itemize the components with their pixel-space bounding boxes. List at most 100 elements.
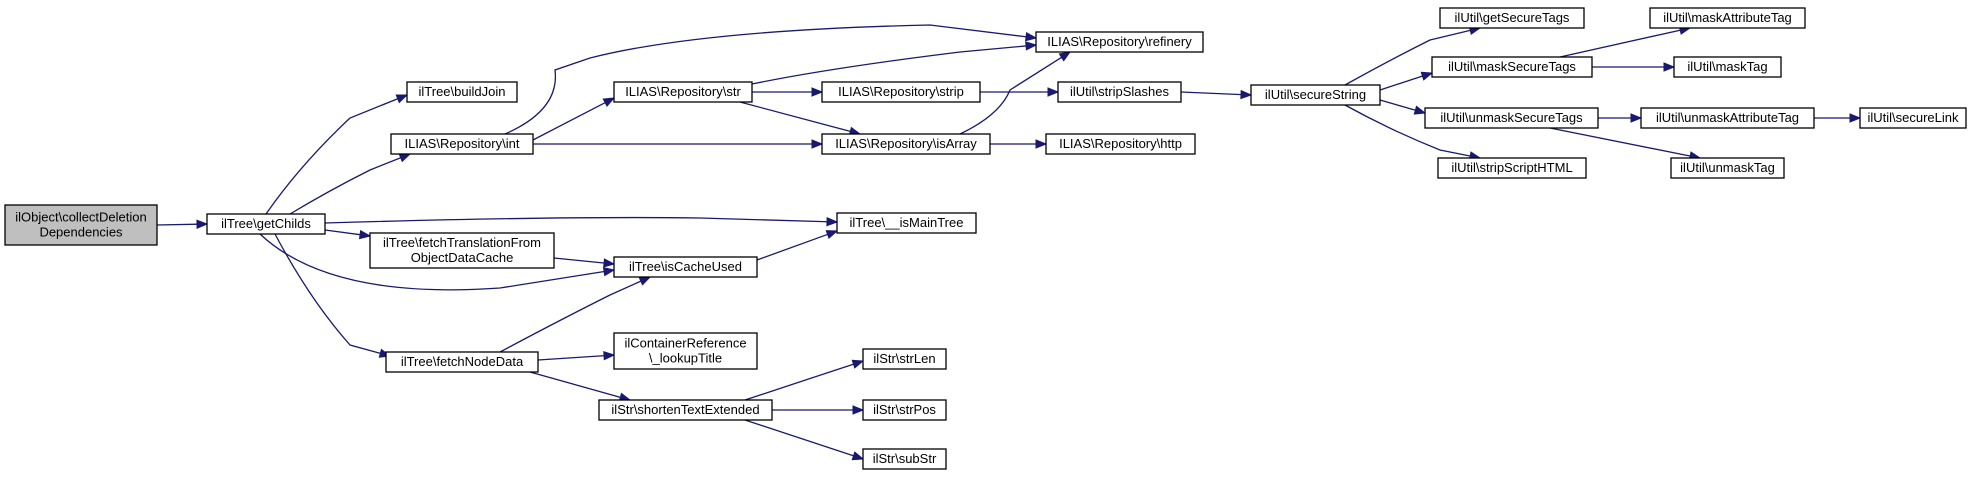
edge-line bbox=[265, 97, 399, 215]
node-stripScriptHTML[interactable]: ilUtil\stripScriptHTML bbox=[1437, 157, 1587, 179]
edge-line bbox=[1344, 104, 1472, 157]
node-box bbox=[836, 212, 977, 234]
edge-line bbox=[289, 156, 402, 215]
node-label: ilTree\isCacheUsed bbox=[629, 259, 742, 274]
edge-line bbox=[324, 229, 362, 236]
edge-stripSlashes-to-secureString bbox=[1180, 89, 1253, 100]
arrowhead-icon bbox=[1035, 139, 1048, 149]
node-label: ilTree\fetchNodeData bbox=[401, 354, 524, 369]
node-fetchTrans[interactable]: ilTree\fetchTranslationFromObjectDataCac… bbox=[369, 232, 555, 269]
call-edges bbox=[156, 24, 1862, 461]
node-box bbox=[369, 232, 555, 269]
node-box bbox=[613, 332, 758, 370]
edge-repoStr-to-repoRefinery bbox=[751, 41, 1038, 85]
edge-line bbox=[1549, 127, 1692, 157]
node-buildJoin[interactable]: ilTree\buildJoin bbox=[406, 81, 518, 103]
node-unmaskAttributeTag[interactable]: ilUtil\unmaskAttributeTag bbox=[1640, 107, 1815, 129]
edge-maskSecureTags-to-maskAttributeTag bbox=[1559, 25, 1692, 58]
node-box bbox=[1439, 7, 1585, 29]
node-maskSecureTags[interactable]: ilUtil\maskSecureTags bbox=[1431, 56, 1593, 78]
node-lookupTitle[interactable]: ilContainerReference\_lookupTitle bbox=[613, 332, 758, 370]
edge-line bbox=[324, 216, 829, 224]
node-unmaskTag[interactable]: ilUtil\unmaskTag bbox=[1670, 157, 1785, 179]
edge-maskSecureTags-to-maskTag bbox=[1592, 62, 1676, 72]
node-getSecureTags[interactable]: ilUtil\getSecureTags bbox=[1439, 7, 1585, 29]
edge-repoInt-to-repoStr bbox=[532, 97, 616, 141]
node-label: ilUtil\maskSecureTags bbox=[1448, 59, 1576, 74]
edge-repoStr-to-repoIsArray bbox=[739, 101, 862, 136]
arrowhead-icon bbox=[1025, 41, 1038, 51]
arrowhead-icon bbox=[851, 451, 865, 461]
node-box bbox=[1649, 7, 1806, 29]
edge-secureString-to-unmaskSecureTags bbox=[1379, 99, 1427, 115]
node-label: ilStr\strPos bbox=[873, 402, 936, 417]
node-box bbox=[1670, 157, 1785, 179]
node-unmaskSecureTags[interactable]: ilUtil\unmaskSecureTags bbox=[1424, 107, 1599, 129]
arrowhead-icon bbox=[811, 87, 824, 97]
edge-line bbox=[553, 257, 606, 264]
node-maskTag[interactable]: ilUtil\maskTag bbox=[1673, 56, 1782, 78]
node-box bbox=[1859, 107, 1967, 129]
node-shortenText[interactable]: ilStr\shortenTextExtended bbox=[598, 399, 773, 421]
node-secureString[interactable]: ilUtil\secureString bbox=[1250, 84, 1381, 106]
edge-unmaskSecureTags-to-unmaskAttributeTag bbox=[1598, 113, 1643, 123]
node-label: ilUtil\secureString bbox=[1265, 87, 1366, 102]
edge-line bbox=[959, 56, 1063, 135]
node-label: ilTree\getChilds bbox=[221, 216, 311, 231]
arrowhead-icon bbox=[852, 405, 865, 415]
edge-fetchTrans-to-isCacheUsed bbox=[553, 257, 616, 268]
node-isCacheUsed[interactable]: ilTree\isCacheUsed bbox=[613, 256, 758, 278]
edge-repoInt-to-repoIsArray bbox=[533, 139, 824, 149]
node-repoInt[interactable]: ILIAS\Repository\int bbox=[390, 133, 534, 155]
arrowhead-icon bbox=[398, 153, 412, 163]
node-box bbox=[1437, 157, 1587, 179]
node-repoStrip[interactable]: ILIAS\Repository\strip bbox=[821, 81, 981, 103]
node-label: ilContainerReference bbox=[624, 336, 746, 351]
node-strLen[interactable]: ilStr\strLen bbox=[862, 348, 947, 370]
edge-line bbox=[739, 101, 852, 133]
node-stripSlashes[interactable]: ilUtil\stripSlashes bbox=[1057, 81, 1182, 103]
node-label: ilTree\buildJoin bbox=[419, 84, 506, 99]
node-fetchNode[interactable]: ilTree\fetchNodeData bbox=[385, 351, 539, 373]
edge-repoStr-to-repoStrip bbox=[752, 87, 824, 97]
edge-line bbox=[156, 223, 199, 226]
edge-line bbox=[529, 371, 622, 399]
node-subStr[interactable]: ilStr\subStr bbox=[862, 448, 947, 470]
node-secureLink[interactable]: ilUtil\secureLink bbox=[1859, 107, 1967, 129]
node-label: ilTree\__isMainTree bbox=[850, 215, 964, 230]
node-maskAttributeTag[interactable]: ilUtil\maskAttributeTag bbox=[1649, 7, 1806, 29]
node-strPos[interactable]: ilStr\strPos bbox=[862, 399, 947, 421]
node-getChilds[interactable]: ilTree\getChilds bbox=[206, 213, 326, 235]
node-isMainTree[interactable]: ilTree\__isMainTree bbox=[836, 212, 977, 234]
edge-repoIsArray-to-repoHttp bbox=[990, 139, 1048, 149]
node-repoHttp[interactable]: ILIAS\Repository\http bbox=[1045, 133, 1196, 155]
edge-line bbox=[1379, 75, 1424, 91]
arrowhead-icon bbox=[1413, 105, 1427, 115]
node-label: ILIAS\Repository\strip bbox=[838, 84, 964, 99]
edge-getChilds-to-isMainTree bbox=[324, 216, 839, 227]
node-label: \_lookupTitle bbox=[649, 351, 722, 366]
edge-line bbox=[537, 354, 606, 361]
edge-unmaskAttributeTag-to-secureLink bbox=[1814, 113, 1862, 123]
node-label: ilUtil\secureLink bbox=[1867, 110, 1959, 125]
arrowhead-icon bbox=[1630, 113, 1643, 123]
edge-shortenText-to-strLen bbox=[744, 359, 865, 401]
node-box bbox=[862, 448, 947, 470]
node-box bbox=[862, 399, 947, 421]
node-repoStr[interactable]: ILIAS\Repository\str bbox=[613, 81, 753, 103]
node-label: ilStr\shortenTextExtended bbox=[611, 402, 759, 417]
node-label: ILIAS\Repository\http bbox=[1059, 136, 1182, 151]
node-label: ilStr\subStr bbox=[873, 451, 937, 466]
edge-getChilds-to-buildJoin bbox=[265, 94, 409, 215]
node-repoIsArray[interactable]: ILIAS\Repository\isArray bbox=[821, 133, 991, 155]
node-label: ilUtil\unmaskTag bbox=[1680, 160, 1775, 175]
edge-fetchNode-to-lookupTitle bbox=[537, 350, 616, 361]
arrowhead-icon bbox=[1025, 32, 1038, 42]
edge-line bbox=[1379, 99, 1417, 112]
edge-line bbox=[744, 419, 855, 457]
node-box bbox=[1640, 107, 1815, 129]
node-repoRefinery[interactable]: ILIAS\Repository\refinery bbox=[1035, 31, 1204, 53]
